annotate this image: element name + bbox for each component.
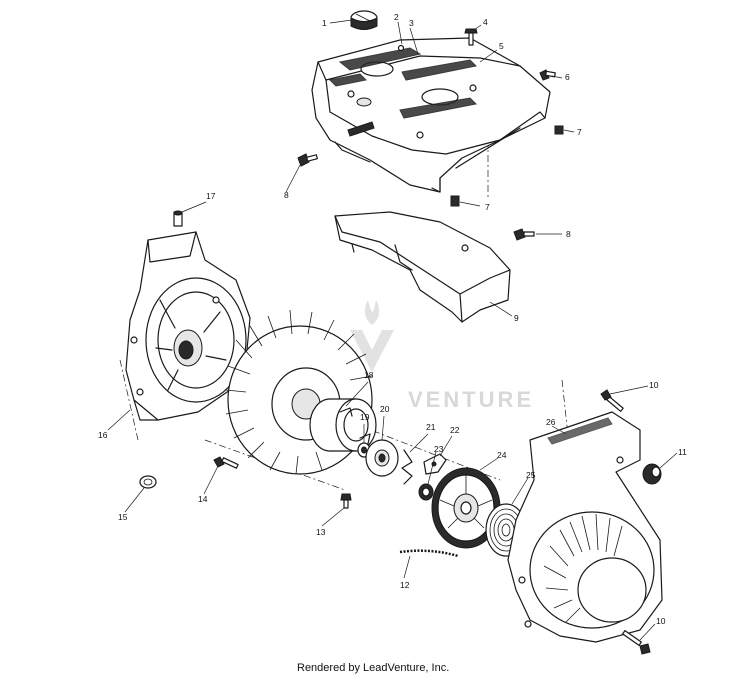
callout-14: 14 <box>198 494 208 504</box>
callout-16: 16 <box>98 430 108 440</box>
starter-pulley-24 <box>431 467 501 549</box>
knob-11 <box>642 463 662 485</box>
lower-duct <box>334 211 511 323</box>
callout-7-right: 7 <box>577 127 582 137</box>
pin-17 <box>173 210 183 227</box>
callout-9: 9 <box>514 313 519 323</box>
callout-19: 19 <box>360 412 370 422</box>
callout-23: 23 <box>434 444 444 454</box>
oil-cap <box>350 10 378 30</box>
watermark-text: VENTURE <box>408 387 534 412</box>
screw-13 <box>340 493 352 509</box>
callout-2: 2 <box>394 12 399 22</box>
watermark-flame-icon <box>364 300 380 325</box>
callout-24: 24 <box>497 450 507 460</box>
callout-20: 20 <box>380 404 390 414</box>
callout-18: 18 <box>364 370 374 380</box>
starter-cup <box>309 398 377 452</box>
callout-4: 4 <box>483 17 488 27</box>
callout-21: 21 <box>426 422 436 432</box>
alignment-line <box>119 359 139 441</box>
callout-8-upper: 8 <box>284 190 289 200</box>
bolt-10-lower <box>622 630 651 655</box>
spring-21 <box>401 449 413 485</box>
friction-plate-20 <box>365 439 399 477</box>
clip-7-lower <box>450 195 460 207</box>
callout-7-lower: 7 <box>485 202 490 212</box>
screw-8-lower <box>513 228 535 241</box>
callout-13: 13 <box>316 527 326 537</box>
callout-10-upper: 10 <box>649 380 659 390</box>
screw-8-upper <box>297 153 318 167</box>
callout-17: 17 <box>206 191 216 201</box>
callout-5: 5 <box>499 41 504 51</box>
ring-23 <box>418 483 434 501</box>
starter-rope-12 <box>399 549 459 558</box>
callout-6: 6 <box>565 72 570 82</box>
callout-12: 12 <box>400 580 410 590</box>
callout-15: 15 <box>118 512 128 522</box>
screw-14 <box>213 456 239 469</box>
clip-7-right <box>554 125 564 135</box>
callout-labels: 1 2 3 4 5 6 7 7 8 8 9 10 10 11 12 13 14 … <box>98 12 687 626</box>
callout-3: 3 <box>409 18 414 28</box>
callout-11: 11 <box>678 447 687 457</box>
callout-22: 22 <box>450 425 460 435</box>
callout-10-lower: 10 <box>656 616 666 626</box>
footer-credit: Rendered by LeadVenture, Inc. <box>297 662 449 674</box>
callout-1: 1 <box>322 18 327 28</box>
fan-housing <box>125 231 251 421</box>
callout-25: 25 <box>526 470 536 480</box>
upper-shroud <box>311 37 551 193</box>
alignment-line <box>204 439 346 491</box>
plug-15 <box>139 475 157 489</box>
screw-6 <box>539 69 556 81</box>
callout-8-lower: 8 <box>566 229 571 239</box>
bolt-10-upper <box>600 389 624 412</box>
watermark: VENTURE <box>350 300 534 412</box>
watermark-logo-icon <box>350 330 394 372</box>
starter-housing <box>507 411 663 643</box>
callout-26: 26 <box>546 417 556 427</box>
leader-lines <box>107 19 678 641</box>
